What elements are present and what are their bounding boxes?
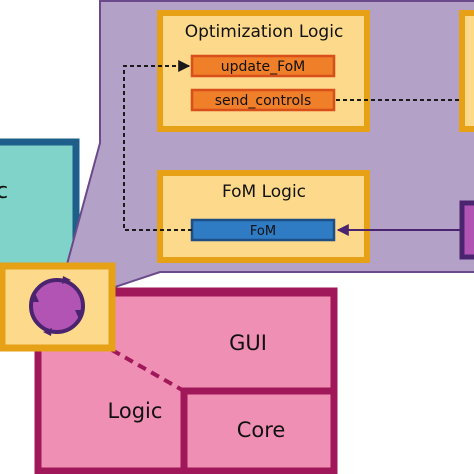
fom-value-label: FoM	[250, 224, 276, 239]
core-block	[180, 387, 338, 474]
teal-box	[0, 138, 80, 270]
fom-to-update-arrow	[123, 60, 192, 231]
cycle-arrow-bottom-icon	[43, 328, 52, 336]
update-fom-function	[190, 54, 336, 78]
send-controls-label: send_controls	[215, 93, 312, 109]
right-orange-box	[459, 10, 474, 132]
fom-logic-frame	[157, 170, 370, 263]
teal-block: c	[0, 138, 80, 270]
logic-label: Logic	[108, 399, 163, 423]
teal-partial-label: c	[0, 179, 8, 204]
connectors	[123, 60, 462, 236]
right-purple-box	[459, 200, 474, 260]
circular-arrows-icon	[29, 278, 85, 334]
cycle-arrow-left-icon	[31, 293, 39, 302]
cycle-widget-frame	[0, 262, 116, 352]
optimization-logic-title: Optimization Logic	[185, 22, 344, 42]
core-label: Core	[237, 418, 286, 442]
gui-label: GUI	[229, 331, 267, 355]
send-controls-function	[190, 88, 336, 112]
cycle-widget	[0, 262, 116, 352]
software-stack: GUI Logic Core	[34, 287, 338, 474]
update-fom-label: update_FoM	[221, 59, 306, 75]
cycle-arrow-right-icon	[75, 310, 83, 319]
optimization-logic-box: Optimization Logic update_FoM send_contr…	[157, 10, 370, 132]
cycle-arrow-top-icon	[62, 276, 71, 284]
fom-logic-title: FoM Logic	[222, 182, 306, 202]
fom-logic-box: FoM Logic FoM	[157, 170, 370, 263]
